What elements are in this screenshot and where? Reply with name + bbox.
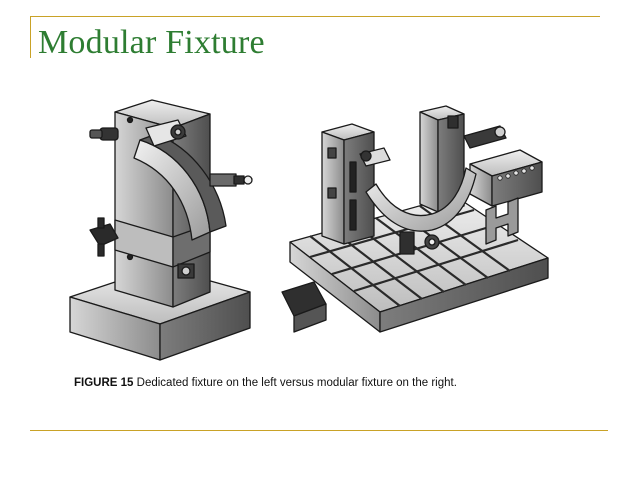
bottom-divider: [30, 430, 608, 431]
top-divider: [30, 16, 600, 17]
figure-caption-text: Dedicated fixture on the left versus mod…: [136, 377, 457, 389]
left-accent-bar: [30, 16, 31, 58]
modular-fixture-illustration: [281, 105, 549, 333]
figure-caption: FIGURE 15 Dedicated fixture on the left …: [74, 377, 457, 389]
dedicated-fixture-illustration: [69, 99, 253, 361]
slide-title: Modular Fixture: [38, 24, 265, 61]
figure-label: FIGURE 15: [74, 377, 134, 389]
figure-illustration: [60, 92, 560, 372]
